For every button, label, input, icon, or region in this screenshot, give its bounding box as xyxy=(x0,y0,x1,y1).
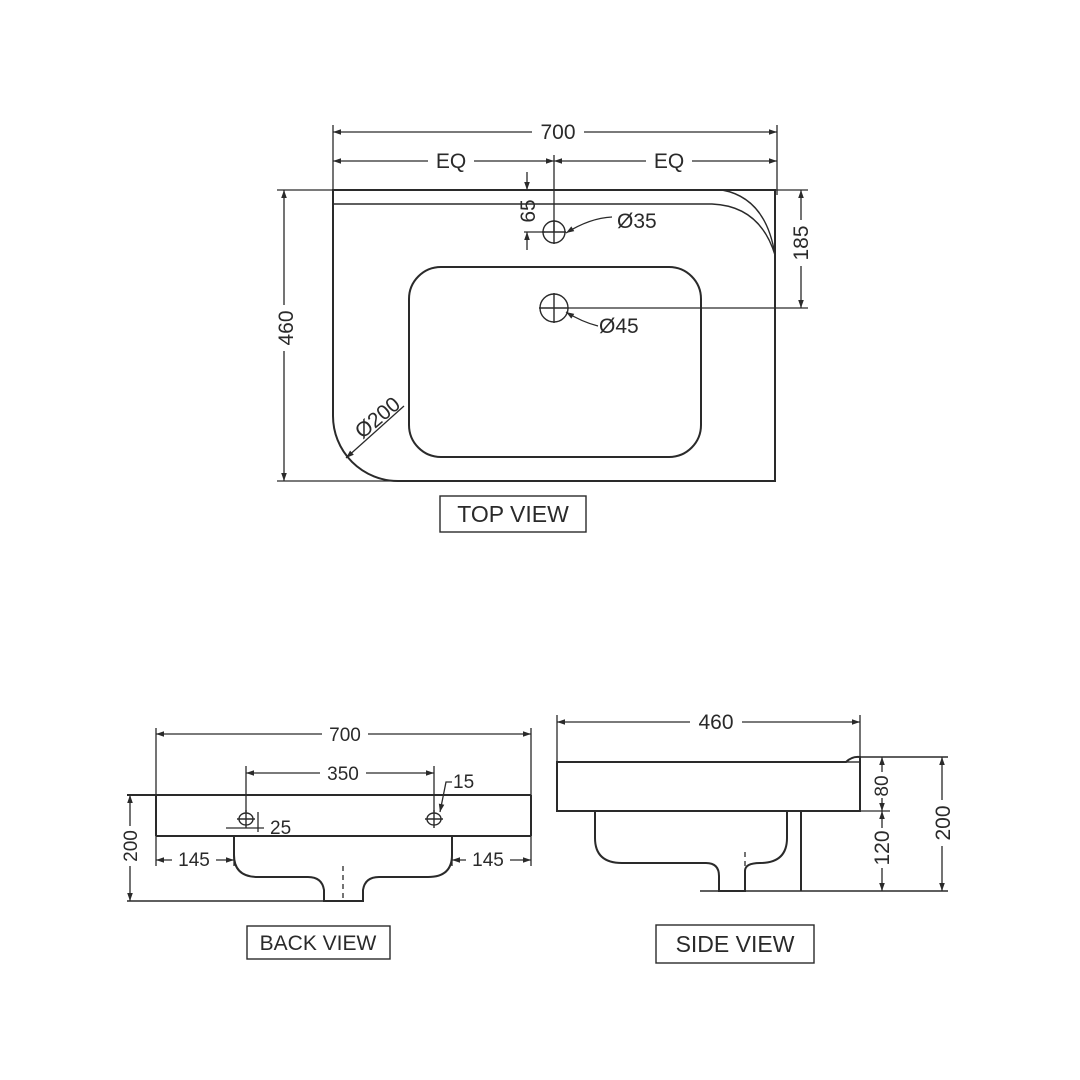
waste-hole xyxy=(539,293,569,323)
dim-top-overall-width: 700 xyxy=(540,121,575,144)
top-view: 700 EQ EQ 65 Ø35 185 Ø45 460 Ø2 xyxy=(272,118,813,533)
dim-left-offset: 145 xyxy=(178,850,210,871)
bowl-outline xyxy=(408,266,702,458)
side-bowl-outline xyxy=(594,811,788,892)
dim-waste-offset: 185 xyxy=(790,225,813,260)
fixing-hole-right xyxy=(425,810,443,828)
back-bowl-outline xyxy=(233,836,453,902)
dim-rim-height: 80 xyxy=(872,775,893,796)
dim-corner-radius: Ø200 xyxy=(351,393,405,444)
dim-right-offset: 145 xyxy=(472,850,504,871)
leader-fixing-size xyxy=(438,781,452,813)
side-slab-outline xyxy=(556,755,861,812)
dim-top-depth: 460 xyxy=(275,310,298,345)
rim-corner-curve xyxy=(721,189,776,256)
back-view: 700 350 15 25 145 145 200 BACK VIEW xyxy=(119,722,532,960)
back-view-title: BACK VIEW xyxy=(260,932,377,955)
side-view-title-box xyxy=(655,924,815,964)
side-view-title: SIDE VIEW xyxy=(676,931,795,957)
dim-side-total-height: 200 xyxy=(932,805,955,840)
dim-fixing-centers: 350 xyxy=(327,764,359,785)
back-view-title-box xyxy=(246,925,391,960)
dim-side-depth: 460 xyxy=(698,711,733,734)
leader-corner-radius xyxy=(345,405,405,459)
leader-tap-hole xyxy=(565,216,613,234)
dim-tap-offset: 65 xyxy=(517,199,540,222)
dim-back-height: 200 xyxy=(121,830,142,862)
dim-fixing-size: 15 xyxy=(453,772,474,793)
dim-tap-hole-dia: Ø35 xyxy=(617,210,657,233)
dim-bowl-height: 120 xyxy=(871,830,894,865)
dim-waste-hole-dia: Ø45 xyxy=(599,315,639,338)
leader-waste-hole xyxy=(565,311,599,327)
dim-eq-right: EQ xyxy=(654,150,684,173)
side-view: 460 80 120 200 SIDE VIEW xyxy=(556,708,955,964)
dim-fixing-height: 25 xyxy=(270,818,291,839)
top-view-title-box xyxy=(439,495,587,533)
rim-back-edge xyxy=(333,203,776,256)
top-view-title: TOP VIEW xyxy=(457,501,569,527)
dim-eq-left: EQ xyxy=(436,150,466,173)
fixing-hole-left xyxy=(237,810,255,828)
dim-back-overall-width: 700 xyxy=(329,725,361,746)
